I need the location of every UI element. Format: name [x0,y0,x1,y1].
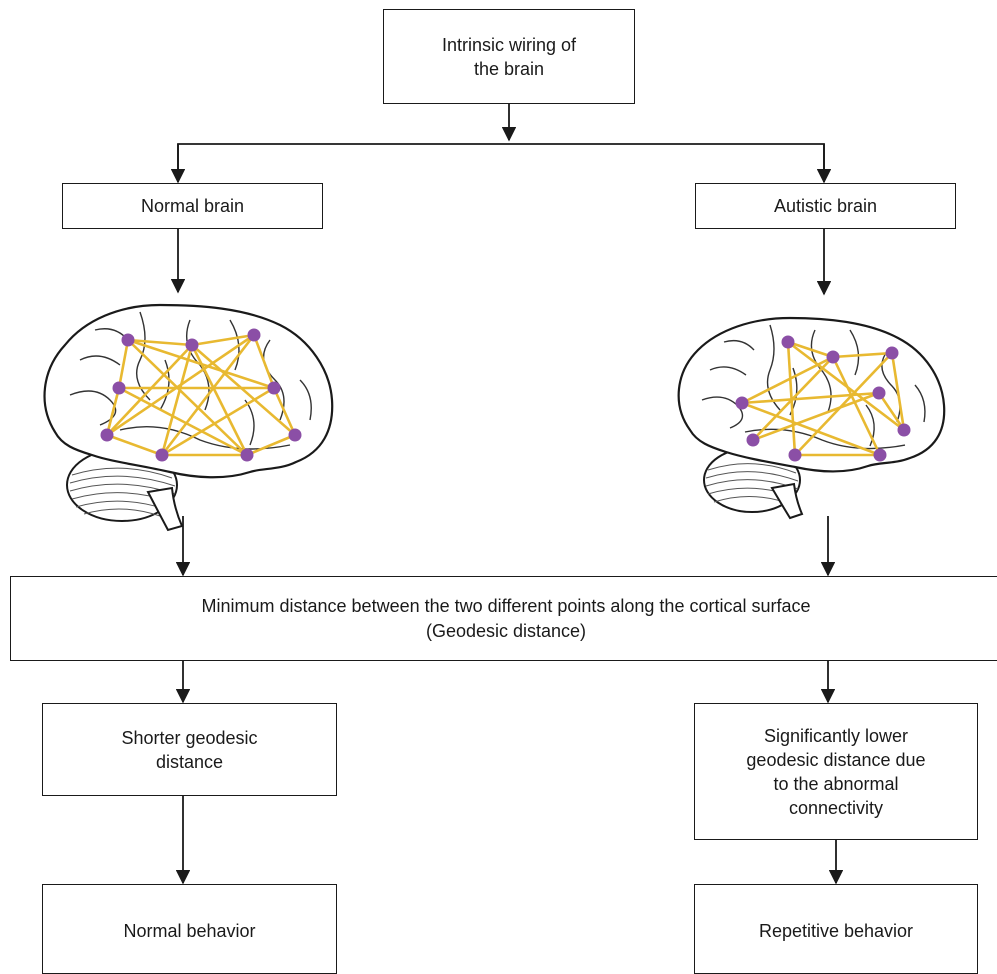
autistic-brain-icon [677,316,946,520]
normal-behavior-label: Normal behavior [123,921,256,941]
root-box: Intrinsic wiring of the brain [383,9,635,104]
shorter-distance-label: Shorter geodesic distance [121,727,258,772]
normal-brain-box: Normal brain [62,183,323,229]
autistic-brain-box: Autistic brain [695,183,956,229]
lower-distance-box: Significantly lower geodesic distance du… [694,703,978,840]
shorter-distance-box: Shorter geodesic distance [42,703,337,796]
autistic-nodes [735,335,911,462]
normal-brain-label: Normal brain [140,196,245,216]
normal-connections [105,333,297,457]
normal-brain-icon [43,303,334,532]
normal-nodes [100,328,302,462]
branch-bar [177,143,825,182]
repetitive-behavior-box: Repetitive behavior [694,884,978,974]
brain-stem-icon [146,486,184,532]
autistic-brain-label: Autistic brain [773,196,878,216]
cerebrum-outline-icon [677,316,946,473]
normal-behavior-box: Normal behavior [42,884,337,974]
brain-stem-icon [770,482,804,520]
lower-distance-label: Significantly lower geodesic distance du… [746,725,926,818]
repetitive-behavior-label: Repetitive behavior [758,921,914,941]
root-label: Intrinsic wiring of the brain [441,34,577,79]
autistic-connections [741,340,906,457]
geodesic-distance-box: Minimum distance between the two differe… [10,576,997,661]
geodesic-distance-label: Minimum distance between the two differe… [201,595,811,641]
